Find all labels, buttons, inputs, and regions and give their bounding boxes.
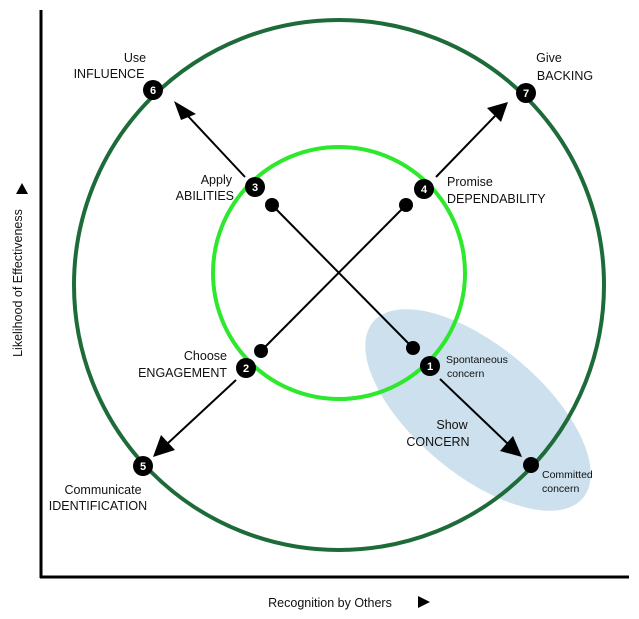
node-2: 2 xyxy=(236,358,256,378)
node-7-label-line2: BACKING xyxy=(537,69,593,83)
arrow-4-to-7 xyxy=(435,102,508,178)
node-4-label-line1: Promise xyxy=(447,175,493,189)
x-axis-arrow-icon xyxy=(418,596,430,608)
node-4: 4 xyxy=(414,179,434,199)
node-7: 7 xyxy=(516,83,536,103)
node-3-number: 3 xyxy=(252,182,258,194)
arrow-3-to-6 xyxy=(174,101,246,178)
dot-near-2 xyxy=(254,344,268,358)
concern-highlight-ellipse xyxy=(365,309,591,511)
node-1-label-line2: concern xyxy=(447,368,485,380)
node-7-label-line1: Give xyxy=(536,51,562,65)
outer-circle xyxy=(72,18,606,552)
arrow-2-to-5 xyxy=(153,379,237,457)
node-5: 5 xyxy=(133,456,153,476)
node-5-label-line2: IDENTIFICATION xyxy=(49,499,147,513)
node-1: 1 xyxy=(420,356,440,376)
diagonal-line-3-1 xyxy=(271,204,414,349)
inner-circle xyxy=(211,145,467,401)
arrow-1-to-committed xyxy=(439,378,522,457)
show-concern-line2: CONCERN xyxy=(406,435,469,449)
y-axis-label: Likelihood of Effectiveness xyxy=(11,209,25,357)
node-7-number: 7 xyxy=(523,88,529,100)
node-2-label-line2: ENGAGEMENT xyxy=(138,366,227,380)
dot-near-3 xyxy=(265,198,279,212)
node-3: 3 xyxy=(245,177,265,197)
dot-near-4 xyxy=(399,198,413,212)
node-1-label-line1: Spontaneous xyxy=(446,354,508,366)
x-axis-label: Recognition by Others xyxy=(268,596,392,610)
dot-committed xyxy=(523,457,539,473)
node-4-number: 4 xyxy=(421,184,428,196)
committed-label-line2: concern xyxy=(542,483,580,495)
node-5-label-line1: Communicate xyxy=(64,483,141,497)
node-6: 6 xyxy=(143,80,163,100)
node-6-label-line1: Use xyxy=(124,51,146,65)
node-6-label-line2: INFLUENCE xyxy=(74,67,145,81)
show-concern-line1: Show xyxy=(436,418,468,432)
node-3-label-line1: Apply xyxy=(201,173,233,187)
node-4-label-line2: DEPENDABILITY xyxy=(447,192,546,206)
node-2-label-line1: Choose xyxy=(184,349,227,363)
node-1-number: 1 xyxy=(427,361,433,373)
node-3-label-line2: ABILITIES xyxy=(176,189,234,203)
node-2-number: 2 xyxy=(243,363,249,375)
diagonal-line-4-2 xyxy=(260,204,407,352)
node-6-number: 6 xyxy=(150,85,156,97)
node-5-number: 5 xyxy=(140,461,146,473)
dot-near-1 xyxy=(406,341,420,355)
committed-label-line1: Committed xyxy=(542,469,593,481)
y-axis-arrow-icon xyxy=(16,183,28,194)
